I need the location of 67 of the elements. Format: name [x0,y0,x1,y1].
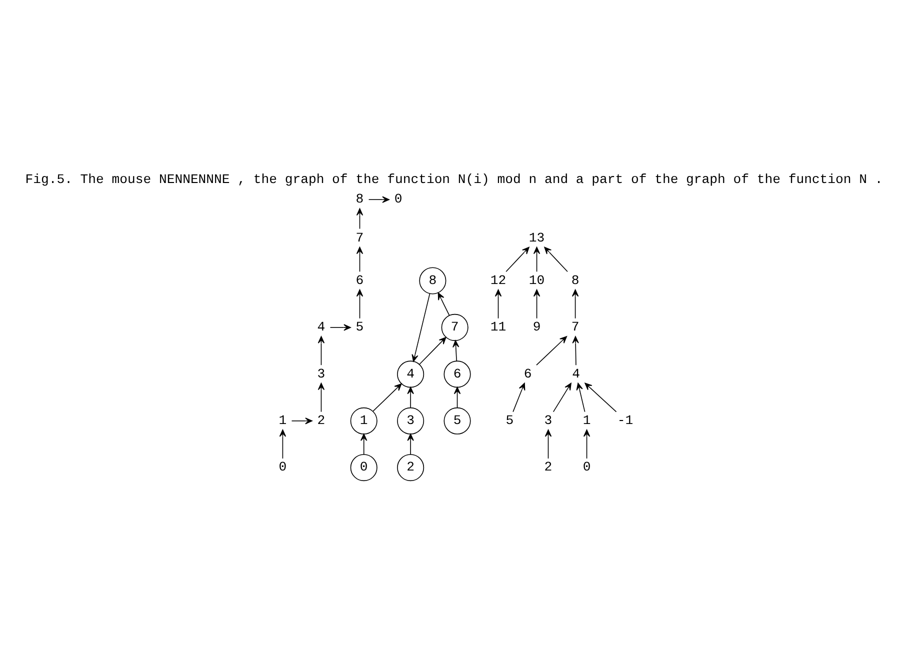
node-text: 7 [571,319,580,334]
arrow [572,336,579,365]
arrow [412,292,430,362]
node-text: 6 [356,272,364,288]
node-text: 6 [524,366,532,381]
node-text: 8 [571,272,580,288]
arrow [356,208,364,229]
node-text: 3 [317,366,326,381]
arrow [584,382,617,412]
arrow [330,324,351,330]
node-text: 3 [544,412,552,428]
arrow [506,246,530,272]
arrow [419,336,446,364]
diagram-title: Fig.5. The mouse NENNENNNE , the graph of the function N(i) mod n and a part of the graph of the function N . [25,172,883,187]
arrow [512,382,526,412]
node-text: 4 [317,319,326,334]
node-circle: 3 [397,406,424,434]
node-text: 5 [356,319,364,334]
arrow [356,246,364,272]
node-circle: 7 [441,313,468,340]
node-text: 8 [356,191,364,206]
node-text: 10 [528,272,545,288]
node-text: 12 [490,272,506,288]
arrow [372,382,402,412]
arrow [291,417,312,424]
node-text: 11 [490,319,506,334]
arrow [533,246,540,272]
arrow [583,429,590,458]
node-text: 9 [532,319,541,334]
node-text: 0 [394,191,402,206]
arrow [544,246,568,272]
node-circle: 4 [397,360,424,388]
node-text: 1 [582,412,591,428]
arrow [318,336,325,365]
node-circle: 1 [350,406,378,434]
node-text: 2 [317,412,326,428]
node-text: 0 [278,459,287,474]
node-text: 5 [506,412,514,428]
arrow [356,288,364,318]
arrow [438,292,450,316]
node-circle: 0 [350,454,378,481]
arrow [452,340,460,361]
arrow [279,429,286,458]
node-text: -1 [617,412,634,428]
node-circle: 6 [444,360,471,388]
arrow [407,386,414,408]
node-text: 4 [572,366,580,381]
arrow [454,386,461,408]
arrow [533,288,540,318]
arrow [318,382,325,412]
node-text: 1 [278,412,287,428]
node-circle: 8 [419,266,446,294]
arrow [494,288,502,318]
arrow [544,429,552,458]
arrow [552,382,572,412]
arrow [576,382,586,412]
arrow [572,288,579,318]
arrow [536,336,568,365]
arrow [407,433,414,454]
node-text: 2 [544,459,552,474]
arrow [368,196,390,202]
node-circle: 2 [397,454,424,481]
arrow [360,433,368,454]
node-text: 13 [528,230,545,245]
node-text: 0 [582,459,591,474]
node-text: 7 [356,230,364,245]
node-circle: 5 [444,406,471,434]
